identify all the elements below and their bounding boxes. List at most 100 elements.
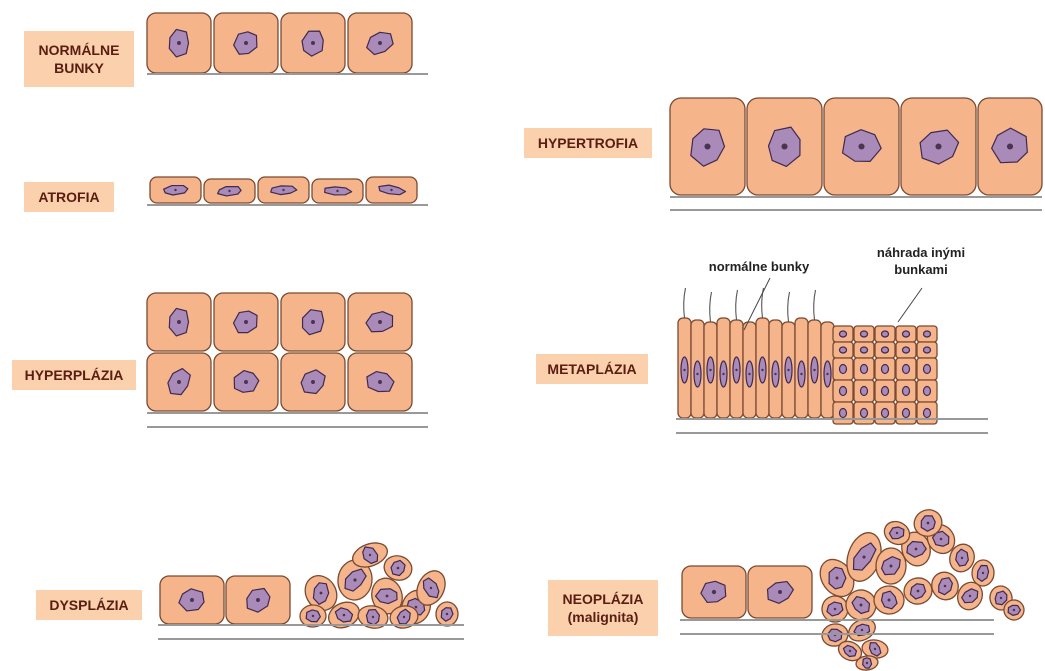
nucleolus — [862, 555, 865, 558]
nucleolus — [244, 41, 248, 45]
cell-nucleus — [924, 365, 931, 374]
nucleolus — [177, 320, 181, 324]
nucleolus — [781, 143, 787, 149]
cilium — [710, 292, 712, 322]
nucleolus — [940, 538, 943, 541]
nucleolus — [800, 373, 802, 375]
metaplasia-group — [676, 278, 988, 433]
cell-nucleus — [903, 365, 910, 374]
cell-nucleus — [882, 387, 889, 396]
cell-nucleus — [903, 387, 910, 396]
nucleolus — [311, 320, 315, 324]
nucleolus — [397, 567, 400, 570]
cilium — [736, 290, 738, 320]
normal-cells-group — [147, 13, 428, 74]
nucleolus — [311, 41, 315, 45]
nucleolus — [378, 320, 382, 324]
nucleolus — [861, 629, 863, 631]
cilium — [814, 290, 816, 320]
nucleolus — [282, 189, 284, 191]
cell-nucleus — [882, 409, 889, 418]
nucleolus — [778, 590, 782, 594]
cell-nucleus — [840, 347, 847, 353]
hyperplasia-group — [147, 293, 428, 427]
nucleolus — [927, 522, 930, 525]
nucleolus — [722, 373, 724, 375]
cell-nucleus — [903, 331, 910, 337]
nucleolus — [866, 662, 868, 664]
nucleolus — [256, 598, 260, 602]
cell-nucleus — [861, 347, 868, 353]
cell-nucleus — [840, 331, 847, 337]
nucleolus — [1013, 609, 1015, 611]
cell-nucleus — [882, 347, 889, 353]
nucleolus — [228, 190, 230, 192]
nucleolus — [712, 590, 716, 594]
cell-nucleus — [882, 331, 889, 337]
nucleolus — [896, 532, 898, 534]
nucleolus — [378, 380, 382, 384]
nucleolus — [874, 648, 876, 650]
cell-nucleus — [861, 365, 868, 374]
nucleolus — [704, 143, 710, 149]
nucleolus — [312, 615, 314, 617]
cell-nucleus — [840, 409, 847, 418]
nucleolus — [390, 189, 392, 191]
nucleolus — [836, 577, 839, 580]
nucleolus — [174, 189, 176, 191]
nucleolus — [915, 548, 918, 551]
nucleolus — [343, 614, 346, 617]
cilium — [788, 292, 790, 322]
nucleolus — [696, 373, 698, 375]
nucleolus — [372, 616, 374, 618]
cell-nucleus — [840, 365, 847, 374]
nucleolus — [244, 380, 248, 384]
nucleolus — [320, 592, 323, 595]
nucleolus — [748, 373, 750, 375]
nucleolus — [917, 590, 920, 593]
nucleolus — [774, 373, 776, 375]
nucleolus — [813, 369, 815, 371]
cell-nucleus — [903, 347, 910, 353]
cell-nucleus — [924, 409, 931, 418]
dysplasia-group — [158, 539, 464, 639]
cell-nucleus — [861, 409, 868, 418]
nucleolus — [369, 554, 371, 556]
cell-nucleus — [924, 347, 931, 353]
cell-nucleus — [924, 387, 931, 396]
cell-nucleus — [861, 331, 868, 337]
nucleolus — [849, 650, 851, 652]
nucleolus — [446, 613, 448, 615]
nucleolus — [353, 578, 356, 581]
nucleolus — [826, 373, 828, 375]
cell-nucleus — [903, 409, 910, 418]
nucleolus — [890, 565, 893, 568]
nucleolus — [858, 143, 864, 149]
nucleolus — [787, 369, 789, 371]
cell-nucleus — [924, 331, 931, 337]
nucleolus — [415, 606, 418, 609]
nucleolus — [177, 380, 181, 384]
nucleolus — [190, 598, 194, 602]
nucleolus — [944, 585, 947, 588]
nucleolus — [888, 599, 891, 602]
nucleolus — [935, 143, 941, 149]
cell-nucleus — [861, 387, 868, 396]
nucleolus — [430, 587, 432, 589]
nucleolus — [311, 380, 315, 384]
nucleolus — [386, 595, 389, 598]
nucleolus — [709, 369, 711, 371]
neoplasia-group — [680, 505, 1025, 671]
nucleolus — [1000, 597, 1002, 599]
cilium — [684, 288, 686, 318]
nucleolus — [969, 595, 971, 597]
nucleolus — [336, 190, 338, 192]
nucleolus — [834, 608, 837, 611]
nucleolus — [1007, 143, 1013, 149]
nucleolus — [177, 41, 181, 45]
nucleolus — [860, 604, 863, 607]
atrophy-group — [147, 177, 428, 205]
cell-nucleus — [882, 365, 889, 374]
nucleolus — [683, 369, 685, 371]
